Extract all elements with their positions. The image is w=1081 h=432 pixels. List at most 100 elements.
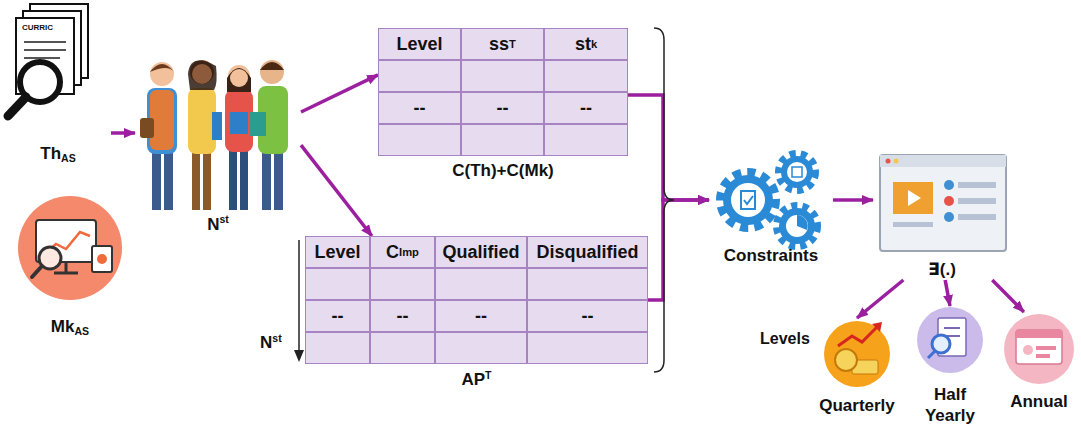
gears-icon — [723, 175, 773, 225]
table-cell — [461, 60, 544, 92]
table-cell — [378, 60, 461, 92]
source-icon: ThAS — [5, 0, 111, 165]
table-caption-text: AP — [461, 370, 485, 389]
node-label: Quarterly — [819, 396, 895, 415]
half-yearly-icon — [917, 307, 983, 373]
annual-icon — [1036, 346, 1056, 350]
students-illustration — [250, 60, 288, 210]
flow-arrow — [992, 280, 1024, 312]
table-cell-text: st — [575, 34, 591, 55]
half-yearly-icon — [944, 327, 960, 329]
table-cell — [527, 268, 648, 300]
flow-arrow — [945, 280, 950, 306]
table-cell — [370, 332, 435, 364]
gears-icon — [744, 196, 753, 204]
students-illustration — [150, 64, 174, 72]
document-icon — [8, 97, 26, 116]
dashboard-icon — [893, 222, 933, 227]
flow-arrow — [833, 198, 873, 202]
function-icon: ∃(.) — [873, 148, 1011, 280]
students-illustration — [140, 60, 288, 210]
students-illustration — [152, 150, 161, 210]
students-illustration — [227, 68, 251, 92]
table-cell — [305, 268, 370, 300]
table-cell-text: Disqualified — [536, 242, 638, 263]
quarterly-icon — [872, 322, 882, 332]
students-illustration — [240, 150, 248, 210]
table-caption-text: T — [485, 369, 491, 381]
flow-arrow — [301, 145, 372, 236]
table-cell-text: T — [509, 38, 516, 50]
table-cell — [370, 268, 435, 300]
dashboard-icon — [944, 196, 954, 206]
students-illustration — [188, 88, 216, 154]
period-icon: Quarterly — [812, 318, 902, 416]
marketing-icon — [97, 254, 107, 264]
gears-icon — [731, 183, 765, 217]
annual-icon — [1016, 330, 1062, 364]
node-label: st — [219, 213, 228, 225]
document-icon — [24, 49, 66, 51]
dashboard-icon — [880, 155, 1006, 251]
table-cell-text: -- — [397, 306, 409, 327]
period-icon: Half Yearly — [905, 306, 995, 426]
half-yearly-icon — [928, 351, 935, 358]
label-line: ThAS — [5, 143, 111, 165]
gears-icon — [781, 156, 813, 188]
gears-icon — [777, 206, 817, 246]
node-label: AS — [74, 325, 89, 337]
students-illustration — [140, 62, 177, 210]
annual-icon — [1016, 330, 1062, 338]
label-line: MkAS — [12, 316, 128, 338]
free-label: st — [272, 332, 281, 344]
node-label: AS — [61, 152, 76, 164]
table-cell — [544, 60, 628, 92]
gears-icon — [721, 154, 817, 246]
count-label: Nst — [260, 332, 282, 353]
label-line: Annual — [997, 391, 1081, 412]
half-yearly-icon — [917, 307, 983, 373]
students-illustration — [260, 60, 284, 84]
annual-icon — [1004, 314, 1074, 384]
marketing-icon — [65, 262, 68, 272]
document-icon — [24, 57, 60, 59]
document-title: CURRIC — [22, 23, 53, 32]
dashboard-icon — [880, 155, 1006, 251]
dashboard-icon — [944, 180, 954, 190]
students-illustration — [150, 62, 174, 86]
table-cell-text: -- — [582, 306, 594, 327]
table-grid: LevelCImpQualifiedDisqualified-------- — [305, 236, 648, 364]
curly-brace — [654, 28, 674, 372]
annual-icon — [1036, 354, 1050, 358]
source-icon: MkAS — [12, 190, 128, 338]
table-cell: Disqualified — [527, 236, 648, 268]
students-group: Nst — [135, 50, 301, 235]
marketing-icon — [32, 266, 42, 277]
free-label: Levels — [760, 330, 810, 347]
table-cell: Qualified — [435, 236, 527, 268]
students-illustration — [260, 62, 284, 70]
table-caption: C(Th)+C(Mk) — [378, 161, 628, 181]
students-illustration — [192, 64, 212, 84]
table-cell: -- — [461, 92, 544, 124]
table-cell — [435, 268, 527, 300]
label-line: ∃(.) — [873, 259, 1011, 280]
students-illustration — [188, 61, 217, 90]
gears-icon — [741, 191, 755, 209]
students-illustration — [225, 90, 253, 152]
dashboard-icon — [880, 155, 1006, 167]
document-icon — [24, 41, 66, 43]
students-illustration — [192, 150, 200, 210]
dashboard-icon — [958, 214, 996, 220]
table-cell: -- — [378, 92, 461, 124]
quarterly-icon — [824, 321, 890, 387]
quarterly-icon — [835, 349, 857, 371]
students-illustration — [212, 112, 222, 140]
table-cell-text: Level — [396, 34, 442, 55]
dashboard-icon — [893, 182, 933, 214]
node-label: ∃(.) — [928, 260, 956, 279]
table-cell: -- — [527, 300, 648, 332]
label-line: Half Yearly — [914, 384, 986, 427]
gears-icon — [787, 162, 807, 182]
document-icon — [8, 4, 88, 116]
